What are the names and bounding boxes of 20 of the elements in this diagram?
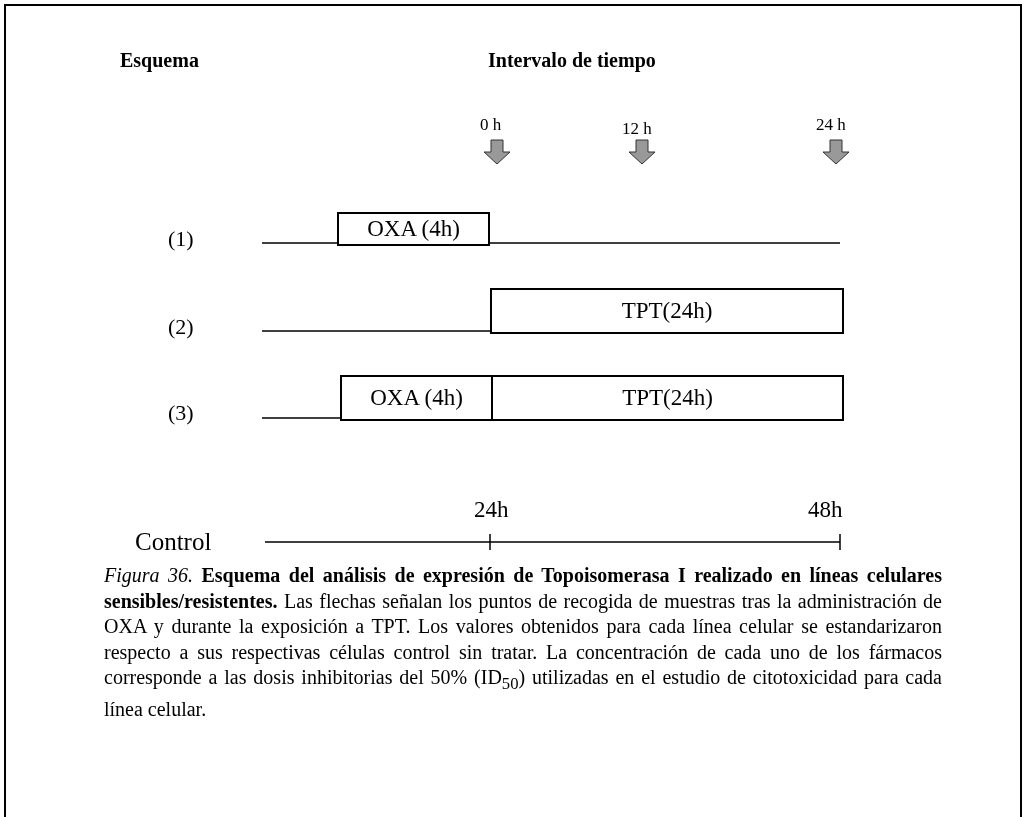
treatment-label: TPT(24h) (622, 385, 713, 411)
time-label: 24h (474, 498, 509, 521)
scheme-number: (3) (168, 402, 194, 424)
treatment-box (491, 375, 844, 421)
treatment-box (337, 212, 490, 246)
treatment-box (340, 375, 493, 421)
time-point-label: 24 h (816, 116, 846, 133)
column-heading: Intervalo de tiempo (488, 50, 656, 70)
control-label: Control (135, 529, 212, 554)
treatment-box (490, 288, 844, 334)
column-heading: Esquema (120, 50, 199, 70)
figure-caption: Figura 36. Esquema del análisis de expresión de Topoisomerasa I realizado en líneas celulares sensibles/resistentes. Las flechas señalan los puntos de recogida de muestras tras la administración de OXA y durante la exposición a TPT. Los valores obtenidos para cada línea celular se estandarizaron respecto a sus respectivas células control sin tratar. La concentración de cada uno de los fármacos corresponde a las dosis inhibitorias del 50% (ID$_{50}$) utilizadas en el estudio de citotoxicidad para cada línea celular. (104, 563, 942, 722)
scheme-number: (1) (168, 228, 194, 250)
treatment-label: OXA (4h) (367, 216, 460, 242)
treatment-label: OXA (4h) (370, 385, 463, 411)
treatment-label: TPT(24h) (621, 298, 713, 324)
scheme-number: (2) (168, 316, 194, 338)
time-point-label: 12 h (622, 120, 652, 137)
time-point-label: 0 h (480, 116, 502, 133)
time-label: 48h (808, 498, 843, 521)
